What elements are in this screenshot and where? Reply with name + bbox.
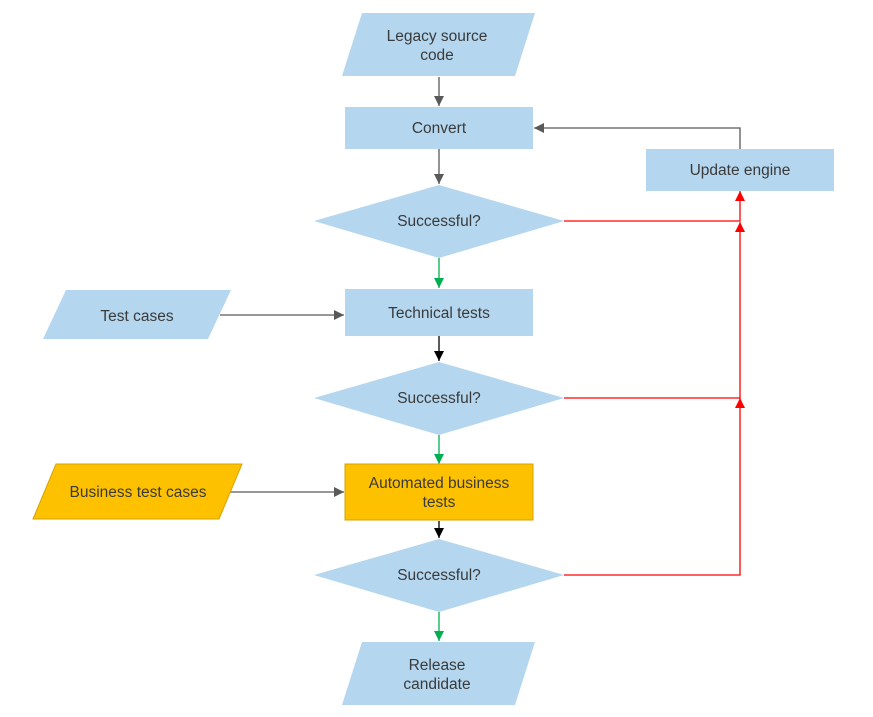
release-label-line2: candidate — [403, 676, 470, 693]
node-legacy-source-code[interactable]: Legacy source code — [342, 13, 535, 76]
node-business-test-cases[interactable]: Business test cases — [32, 463, 243, 520]
node-decision-2[interactable]: Successful? — [314, 362, 564, 435]
edge-decision1-to-update — [564, 191, 745, 222]
node-convert[interactable]: Convert — [345, 107, 533, 149]
edge-decision2-to-update-mid — [564, 222, 745, 399]
node-technical-tests[interactable]: Technical tests — [345, 289, 533, 336]
legacy-label-line2: code — [420, 47, 454, 64]
business-test-cases-label: Business test cases — [70, 484, 207, 501]
node-release-candidate[interactable]: Release candidate — [342, 642, 535, 705]
automated-label-line1: Automated business — [369, 475, 510, 492]
node-update-engine[interactable]: Update engine — [646, 149, 834, 191]
edge-decision3-to-update-lower — [564, 398, 745, 576]
automated-label-line2: tests — [423, 494, 456, 511]
edge-update-to-convert — [534, 123, 741, 149]
convert-label: Convert — [412, 120, 467, 137]
decision2-label: Successful? — [397, 390, 481, 407]
node-automated-business-tests[interactable]: Automated business tests — [344, 463, 534, 521]
test-cases-label: Test cases — [100, 308, 173, 325]
connectors — [220, 77, 745, 641]
decision3-label: Successful? — [397, 567, 481, 584]
technical-tests-label: Technical tests — [388, 305, 490, 322]
release-label-line1: Release — [409, 657, 466, 674]
legacy-label-line1: Legacy source — [387, 28, 488, 45]
decision1-label: Successful? — [397, 213, 481, 230]
update-engine-label: Update engine — [690, 162, 791, 179]
node-test-cases[interactable]: Test cases — [43, 290, 231, 339]
node-decision-3[interactable]: Successful? — [314, 539, 564, 612]
node-decision-1[interactable]: Successful? — [314, 185, 564, 258]
